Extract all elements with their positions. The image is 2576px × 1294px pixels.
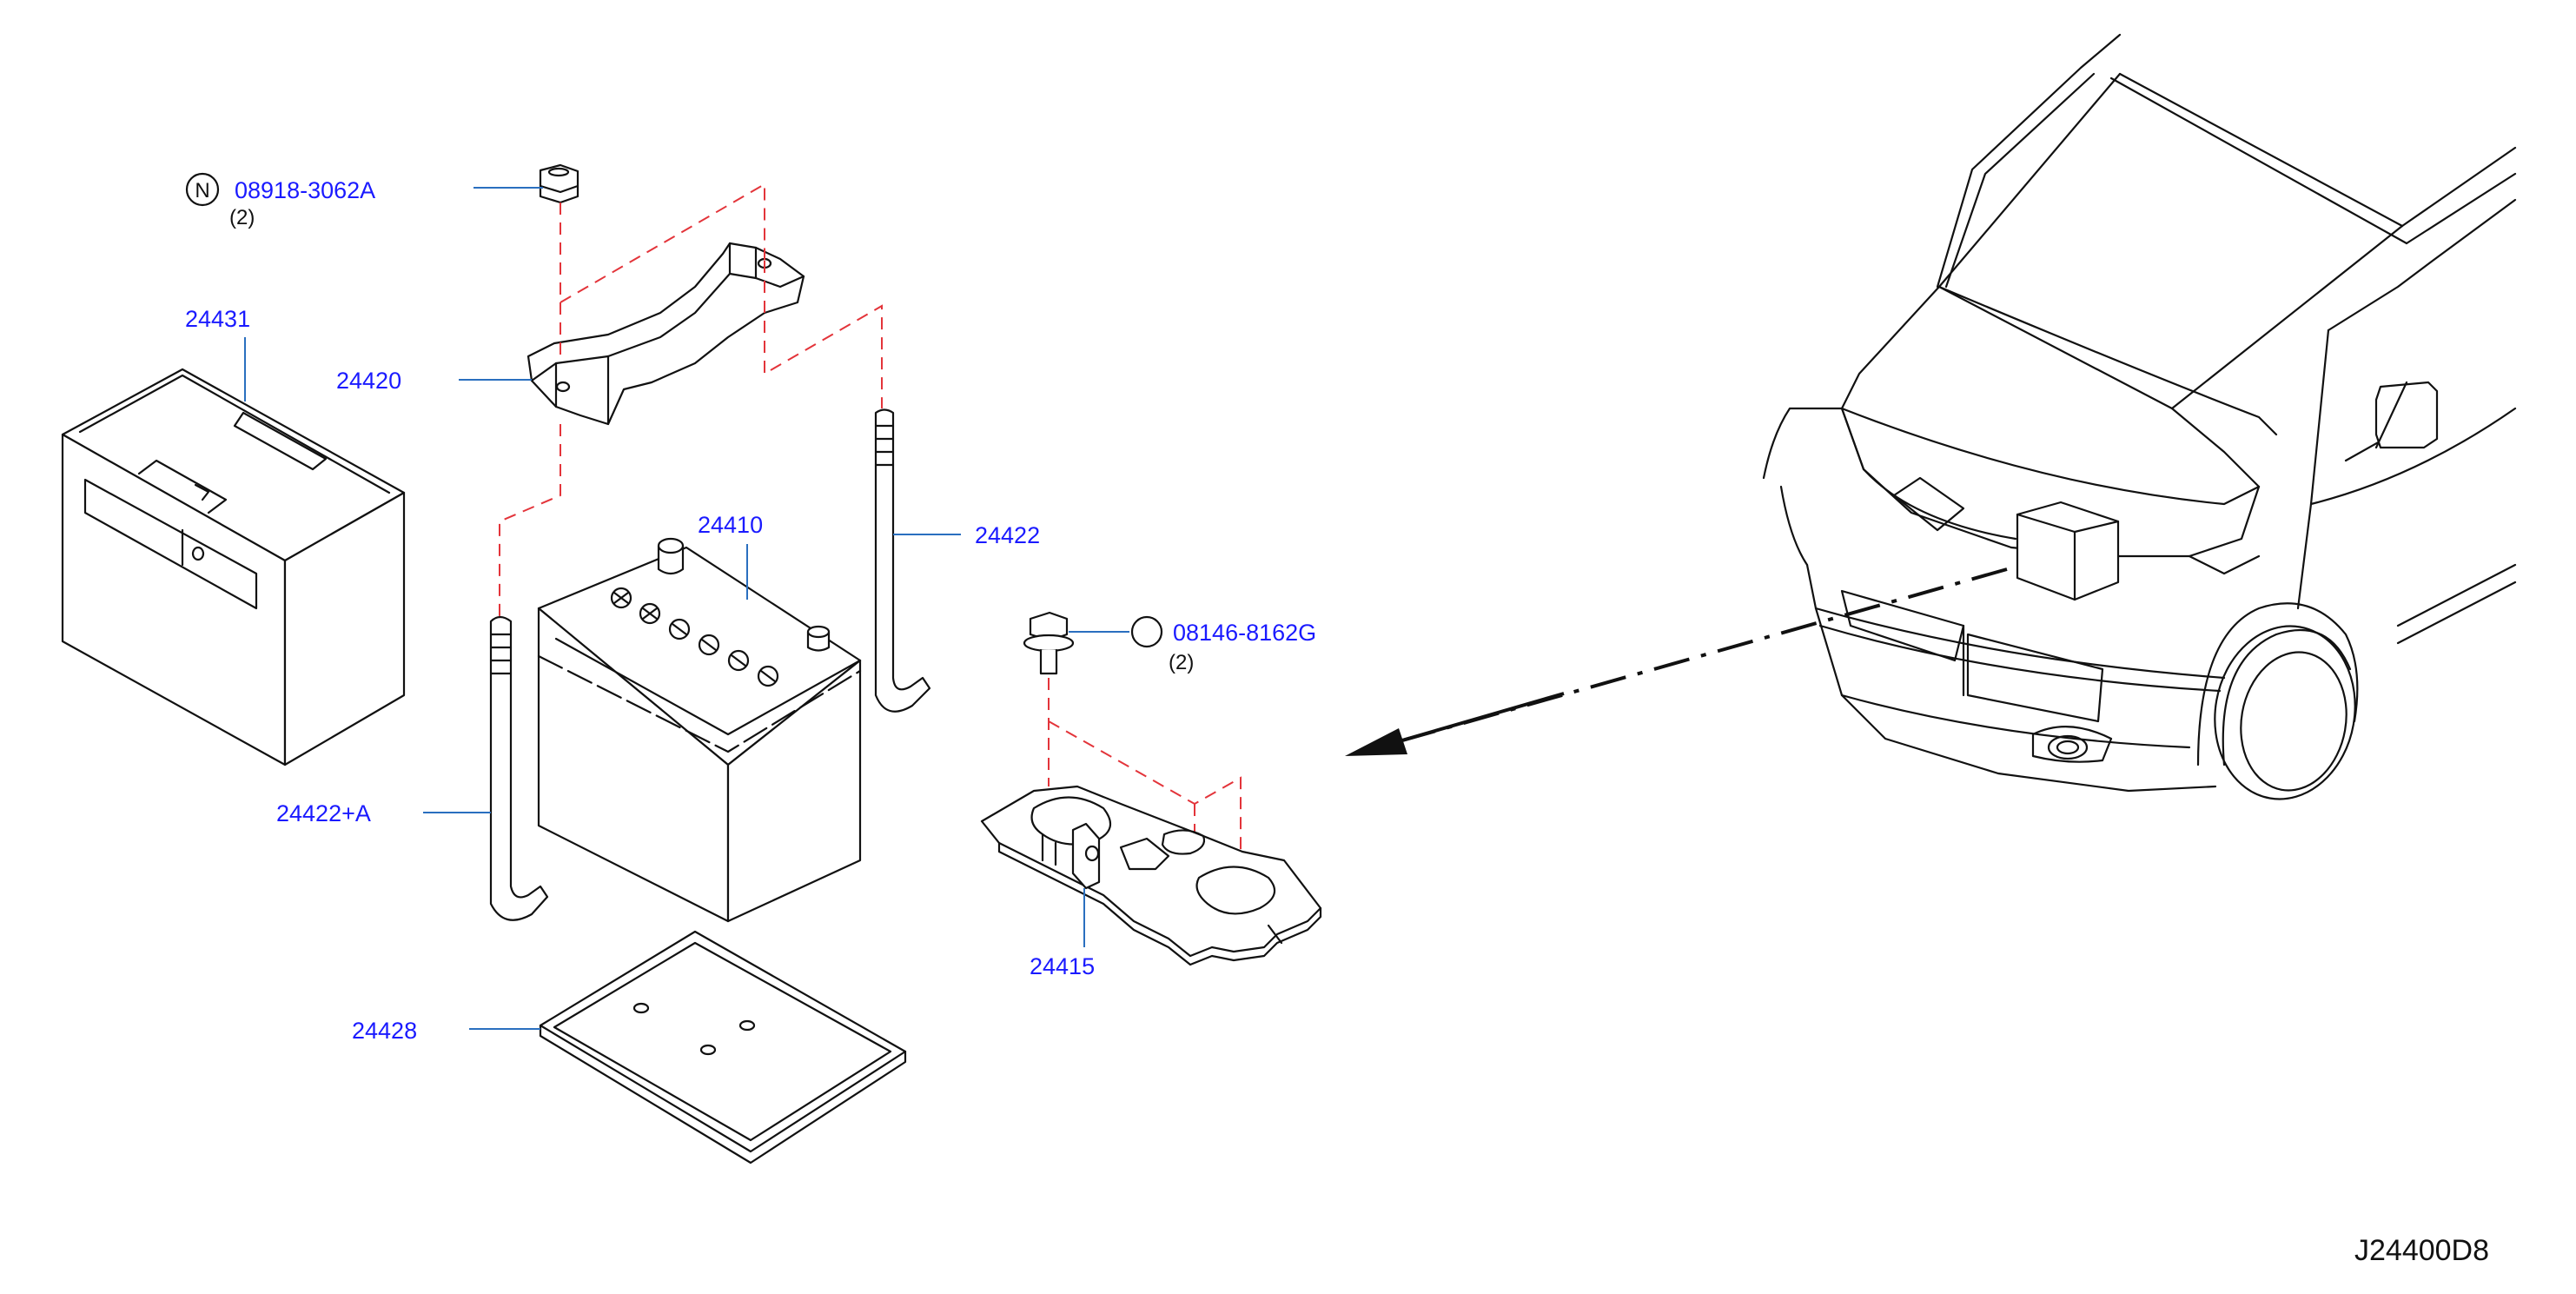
- bolt-icon: [1023, 611, 1075, 675]
- diagram-code: J24400D8: [2354, 1234, 2489, 1267]
- nut-symbol-label: N: [195, 179, 209, 202]
- battery-frame-icon: [526, 242, 805, 426]
- frame-part-number: 24420: [336, 368, 401, 394]
- battery-icon: [537, 537, 862, 923]
- battery-seat-icon: [539, 930, 907, 1165]
- bolt-part-number: 08146-8162G: [1173, 620, 1316, 646]
- van-front-view-icon: [1762, 33, 2517, 800]
- guide-frame-to-rod: [764, 261, 883, 408]
- seat-part-number: 24428: [352, 1018, 417, 1044]
- guide-tray-outline: [1048, 720, 1242, 856]
- cover-part-number: 24431: [185, 306, 250, 332]
- rod-alt-part-number: 24422+A: [276, 800, 371, 826]
- arrow-left-icon: [1345, 567, 2008, 756]
- hold-down-rod-alt-icon: [489, 615, 549, 921]
- nut-symbol-n-icon: N: [185, 172, 220, 207]
- guide-frame-top: [560, 182, 765, 303]
- rod-part-number: 24422: [975, 522, 1040, 548]
- nut-part-number: 08918-3062A: [235, 177, 375, 203]
- hold-down-rod-icon: [874, 408, 931, 713]
- bolt-quantity: (2): [1169, 651, 1194, 674]
- tray-part-number: 24415: [1030, 953, 1095, 979]
- battery-cover-icon: [61, 368, 406, 766]
- nut-icon: [539, 163, 579, 204]
- bolt-symbol-icon: [1130, 615, 1163, 648]
- battery-tray-icon: [980, 785, 1322, 966]
- guide-frame-to-rod-left: [499, 424, 561, 617]
- nut-quantity: (2): [229, 206, 255, 229]
- battery-part-number: 24410: [698, 512, 763, 538]
